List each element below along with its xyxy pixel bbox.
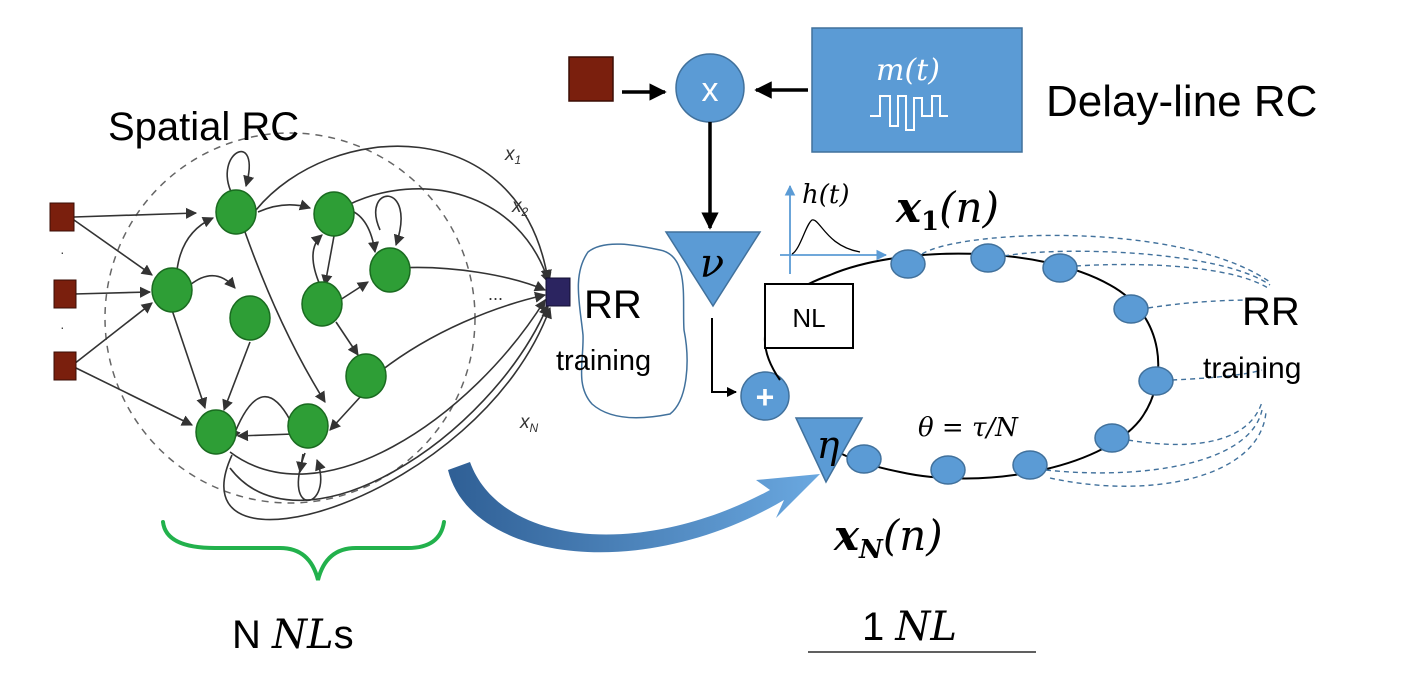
virtual-node [930, 455, 966, 485]
delay-line-title: Delay-line RC [1046, 77, 1317, 126]
spatial-rc-title: Spatial RC [108, 105, 299, 149]
delay-loop [764, 252, 1160, 480]
reservoir-node [195, 409, 237, 455]
plus-symbol: + [756, 379, 775, 415]
impulse-label: h(t) [802, 180, 849, 210]
reservoir-node [151, 267, 193, 313]
eta-symbol: η [817, 423, 840, 467]
delay-rr-label: RR [1242, 290, 1300, 334]
readout-node [545, 277, 571, 307]
input-ellipsis: · [60, 244, 65, 260]
readout-ellipsis: ... [488, 284, 503, 304]
virtual-node [1138, 366, 1174, 396]
reservoir-nodes [151, 189, 411, 455]
theta-label: θ = τ/N [918, 413, 1019, 443]
reservoir-node [229, 295, 271, 341]
internal-edges [171, 199, 380, 474]
reservoir-node [287, 403, 329, 449]
readout-dashed-lines [921, 234, 1271, 487]
nonlinearity-box [764, 283, 854, 349]
feedback-gain-eta [794, 417, 864, 484]
reservoir-node [345, 353, 387, 399]
input-ellipsis: · [60, 319, 65, 335]
input-node [53, 279, 77, 309]
input-node [49, 202, 75, 232]
input-node [53, 351, 77, 381]
impulse-response-plot: h(t) [780, 180, 888, 274]
readout-xn-label: xN [519, 412, 539, 435]
virtual-nodes [846, 243, 1174, 485]
virtual-node [970, 243, 1006, 273]
delay-training-label: training [1203, 352, 1301, 385]
spatial-rc: · · x1 x2 xN ... Spatial RC RR training … [49, 105, 688, 658]
input-nodes: · · [49, 202, 77, 381]
reservoir-node [313, 191, 355, 237]
input-edges [73, 207, 198, 426]
spatial-training-label: training [556, 345, 651, 377]
first-node-label: x1(n) [895, 183, 999, 237]
delay-line-rc: x m(t) ν + NL η h(t) [568, 27, 1317, 653]
mask-waveform-icon [870, 95, 948, 131]
last-node-label: xN(n) [833, 511, 943, 565]
virtual-node [846, 444, 882, 474]
delay-input-node [568, 56, 614, 102]
readout-x1-label: x1 [504, 144, 521, 167]
spatial-rr-label: RR [584, 283, 642, 327]
nl-count-brace [161, 520, 446, 581]
input-gain-nu [664, 231, 762, 308]
reservoir-node [369, 247, 411, 293]
mask-label: m(t) [876, 53, 940, 88]
reservoir-node [215, 189, 257, 235]
virtual-node [1012, 450, 1048, 480]
virtual-node [1042, 253, 1078, 283]
transfer-arrow [448, 462, 820, 553]
reservoir-node [301, 281, 343, 327]
virtual-node [1113, 294, 1149, 324]
virtual-node [890, 249, 926, 279]
multiplier-symbol: x [702, 71, 719, 109]
delay-nl-count: 1 NL [862, 604, 957, 650]
readout-x2-label: x2 [511, 196, 529, 219]
spatial-nl-count: N NLs [232, 612, 354, 658]
readout-edges [223, 145, 552, 521]
mask-box [811, 27, 1023, 153]
summing-node [740, 371, 790, 421]
nu-symbol: ν [700, 241, 724, 287]
rr-training-cloud [577, 243, 688, 419]
virtual-node [1094, 423, 1130, 453]
nonlinearity-label: NL [792, 303, 825, 333]
